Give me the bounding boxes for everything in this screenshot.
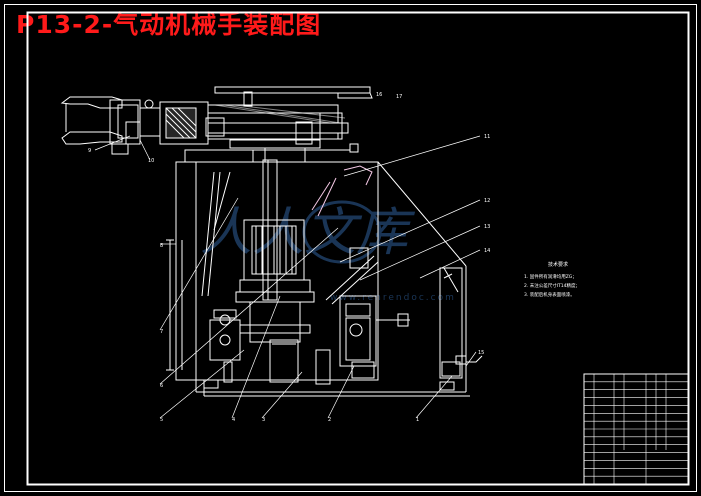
- leader-lines: [94, 135, 481, 419]
- inner-drawing-frame: [26, 11, 690, 486]
- watermark: 人人文库 www.renrendoc.com: [200, 200, 456, 303]
- part-callout: 9: [88, 148, 91, 154]
- technical-requirements-heading: 技术要求: [548, 261, 568, 268]
- part-callout: 1: [416, 417, 419, 423]
- drawing-title: P13-2-气动机械手装配图: [16, 10, 322, 39]
- part-callout: 13: [484, 224, 490, 230]
- technical-requirements: 技术要求 1. 固件所有润滑均用ZG； 2. 未注公差尺寸IT14精度； 3. …: [524, 261, 580, 298]
- part-callout: 10: [148, 158, 154, 164]
- part-callout: 3: [262, 417, 265, 423]
- part-callout: 2: [328, 417, 331, 423]
- part-callout: 11: [484, 134, 490, 140]
- part-callout: 5: [160, 417, 163, 423]
- part-callout: 12: [484, 198, 490, 204]
- part-callout: 6: [160, 383, 163, 389]
- technical-requirement-1: 1. 固件所有润滑均用ZG；: [524, 273, 577, 280]
- part-callout: 14: [484, 248, 490, 254]
- watermark-url: www.renrendoc.com: [330, 293, 456, 303]
- technical-requirement-3: 3. 装配后机身表面喷漆。: [524, 291, 575, 298]
- part-callout: 15: [478, 350, 484, 356]
- part-callout: 8: [160, 243, 163, 249]
- machine-body: [166, 147, 483, 397]
- title-block-parts-list: [583, 373, 689, 485]
- outer-sheet-border: [4, 4, 697, 492]
- part-callout: 4: [232, 417, 235, 423]
- part-callout: 7: [160, 329, 163, 335]
- part-callout: 17: [396, 94, 402, 100]
- arm-assembly: [60, 86, 373, 155]
- technical-requirement-2: 2. 未注公差尺寸IT14精度；: [524, 282, 580, 289]
- part-callout: 16: [376, 92, 382, 98]
